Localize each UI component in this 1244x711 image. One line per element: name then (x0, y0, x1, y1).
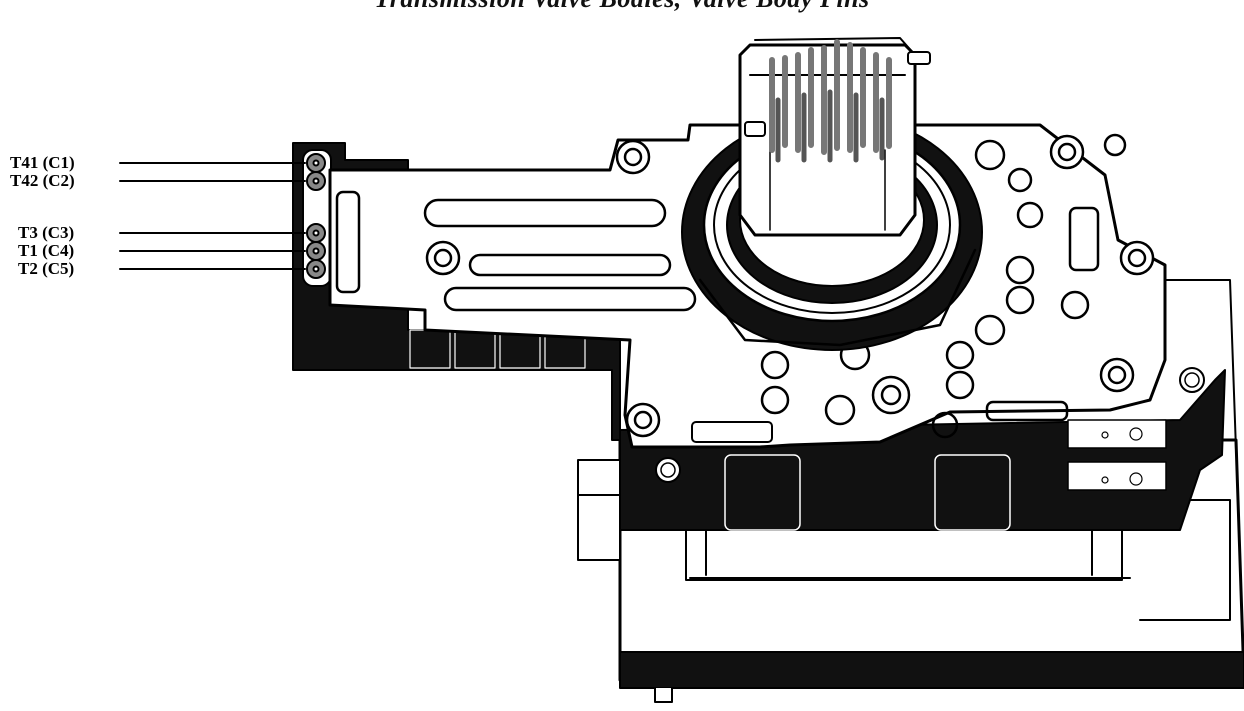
electrical-connector (738, 37, 931, 237)
pin-terminals (306, 153, 326, 279)
black-gasket-band (619, 367, 1226, 531)
plate-bolts (425, 134, 1155, 438)
callout-c1-label: T41 (C1) (10, 153, 75, 172)
callout-c2-label: T42 (C2) (10, 171, 75, 190)
callout-leaders (119, 162, 306, 270)
callout-c5-label: T2 (C5) (18, 259, 75, 278)
diagram-title: Transmission Valve Bodies, Valve Body Pi… (0, 0, 1244, 14)
callout-c4-label: T1 (C4) (18, 241, 75, 260)
callout-c3-label: T3 (C3) (18, 223, 75, 242)
